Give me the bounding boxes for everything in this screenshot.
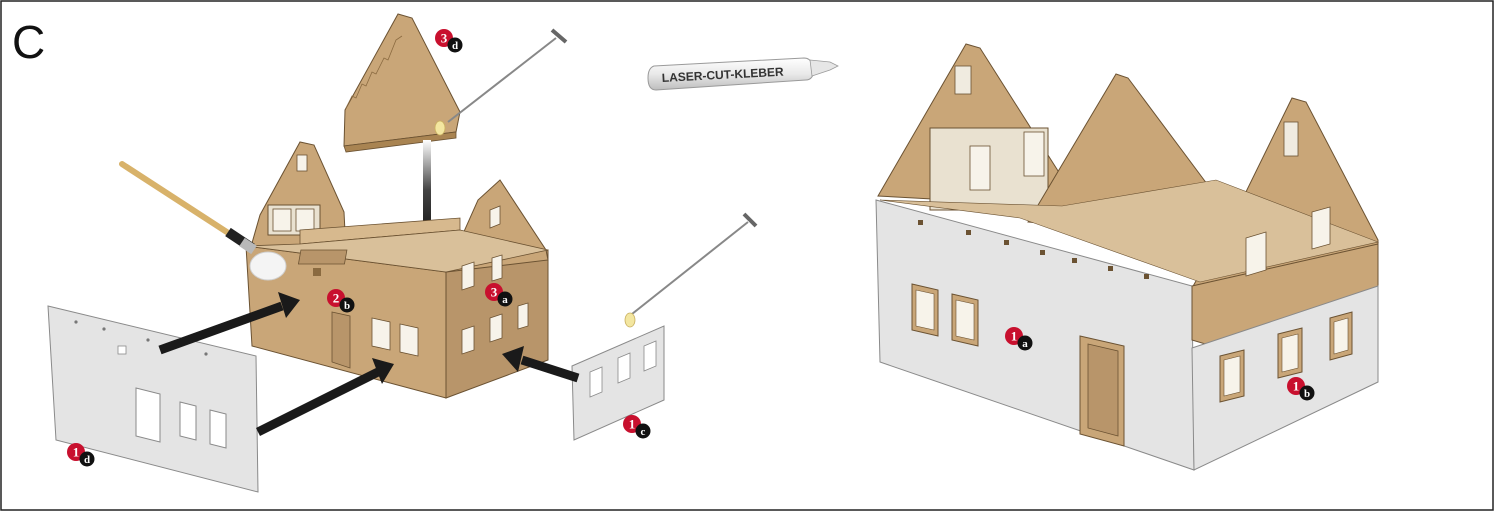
- callout-badge-1c: 1c: [623, 415, 651, 439]
- front-wall-panel-1d: [47, 305, 259, 493]
- callout-badge-1b: 1b: [1287, 377, 1315, 401]
- callout-letter: d: [452, 40, 458, 52]
- paintbrush-icon: [119, 161, 287, 281]
- wooden-house-frame: [245, 141, 549, 399]
- glue-pin-icon: [434, 28, 568, 136]
- glue-tube-icon: LASER-CUT-KLEBER: [647, 57, 839, 91]
- callout-badge-3a: 3a: [485, 283, 513, 307]
- callout-number: 2: [333, 291, 340, 306]
- side-wall-panel-1c: [571, 325, 665, 441]
- callout-number: 1: [73, 445, 80, 460]
- callout-letter: d: [84, 454, 90, 466]
- callout-number: 1: [1293, 379, 1300, 394]
- assembled-house: [875, 43, 1380, 471]
- callout-number: 3: [491, 285, 498, 300]
- glue-pin-icon: [624, 212, 758, 328]
- callout-number: 1: [1011, 329, 1018, 344]
- assembly-arrow-icon: [502, 346, 580, 383]
- exploded-assembly: [47, 13, 758, 493]
- callout-letter: a: [1022, 338, 1028, 350]
- callout-number: 1: [629, 417, 636, 432]
- callout-badge-3d: 3d: [435, 29, 463, 53]
- floating-gable-3d: [343, 13, 461, 153]
- callout-letter: b: [344, 300, 350, 312]
- glue-tube-label: LASER-CUT-KLEBER: [661, 65, 784, 85]
- callout-letter: a: [502, 294, 508, 306]
- step-letter: C: [12, 16, 45, 68]
- callout-badge-2b: 2b: [327, 289, 355, 313]
- callout-badge-1d: 1d: [67, 443, 95, 467]
- callout-number: 3: [441, 31, 448, 46]
- callout-letter: c: [641, 426, 646, 438]
- callout-badge-1a: 1a: [1005, 327, 1033, 351]
- assembly-arrow-icon: [158, 292, 300, 355]
- callout-letter: b: [1304, 388, 1310, 400]
- assembly-arrow-icon: [255, 358, 394, 437]
